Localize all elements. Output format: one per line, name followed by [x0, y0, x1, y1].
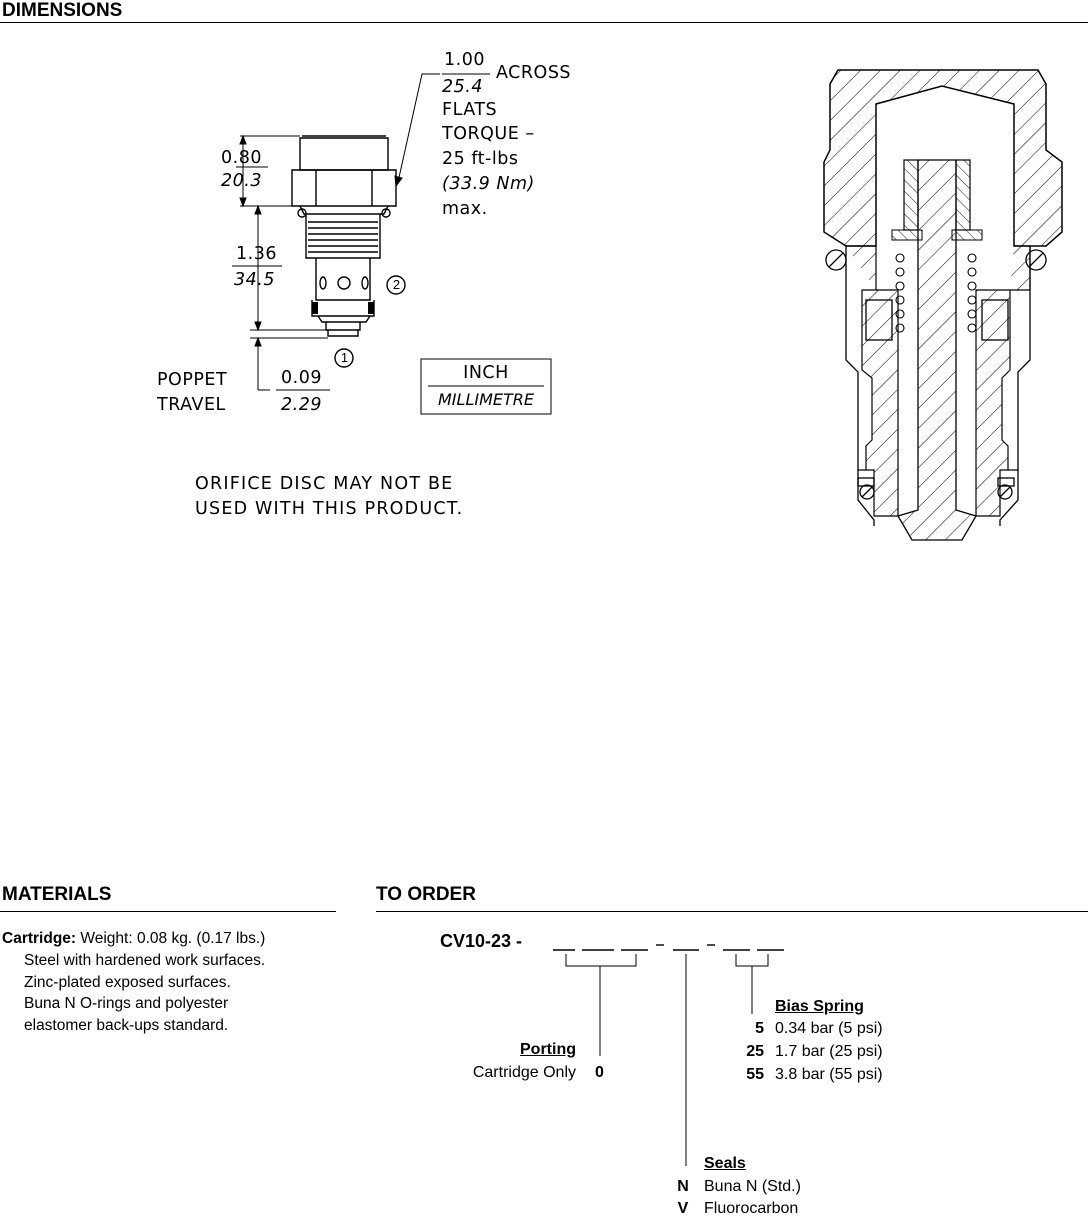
materials-line: Zinc-plated exposed surfaces. [24, 973, 231, 991]
dim-height-mm: 20.3 [221, 171, 262, 191]
poppet-travel-label-2: TRAVEL [157, 395, 226, 415]
seals-heading: Seals [704, 1155, 746, 1172]
bias-spring-code: 55 [746, 1066, 764, 1083]
port-1-label: 1 [340, 350, 349, 365]
materials-line: Buna N O-rings and polyester [24, 995, 229, 1012]
poppet-travel-mm: 2.29 [281, 395, 322, 415]
porting-option-label: Cartridge Only [472, 1064, 576, 1081]
torque-value: 25 ft-lbs [442, 149, 519, 169]
bias-spring-heading: Bias Spring [775, 998, 864, 1015]
to-order-title: TO ORDER [376, 884, 476, 905]
across-flats-inch: 1.00 [444, 50, 485, 70]
cartridge-label: Cartridge: [2, 930, 77, 947]
torque-max: max. [442, 199, 488, 219]
materials-list: Steel with hardened work surfaces. Zinc-… [24, 950, 265, 1036]
dim-length-mm: 34.5 [234, 270, 275, 290]
materials-rule [0, 911, 336, 912]
bias-spring-label: 1.7 bar (25 psi) [775, 1043, 883, 1060]
materials-title: MATERIALS [2, 884, 112, 905]
dim-length-inch: 1.36 [236, 244, 277, 264]
torque-label: TORQUE – [442, 124, 535, 144]
dimensions-title: DIMENSIONS [2, 0, 123, 21]
bias-spring-label: 0.34 bar (5 psi) [775, 1020, 883, 1037]
materials-line: elastomer back-ups standard. [24, 1016, 229, 1034]
seals-label: Buna N (Std.) [704, 1178, 801, 1195]
dim-height-inch: 0.80 [221, 148, 262, 168]
porting-option-code: 0 [595, 1064, 604, 1081]
cartridge-weight: Weight: 0.08 kg. (0.17 lbs.) [80, 930, 266, 947]
across-flats-mm: 25.4 [442, 77, 483, 97]
poppet-travel-inch: 0.09 [281, 368, 322, 388]
seals-code: N [677, 1178, 689, 1195]
poppet-travel-label-1: POPPET [157, 370, 228, 390]
to-order-rule [376, 911, 1088, 912]
seals-label: Fluorocarbon [704, 1200, 799, 1217]
seals-code: V [677, 1200, 689, 1217]
model-code: CV10-23 - [440, 931, 523, 951]
flats-label: FLATS [442, 100, 498, 120]
across-label: ACROSS [496, 63, 572, 83]
bias-spring-label: 3.8 bar (55 psi) [775, 1066, 883, 1083]
materials-line: Steel with hardened work surfaces. [24, 952, 266, 969]
torque-nm: (33.9 Nm) [442, 174, 535, 194]
materials-cartridge-line: Cartridge: Weight: 0.08 kg. (0.17 lbs.) [2, 928, 265, 950]
orifice-note-line-2: USED WITH THIS PRODUCT. [195, 499, 464, 519]
port-2-label: 2 [392, 277, 401, 292]
bias-spring-code: 25 [746, 1043, 764, 1060]
bias-spring-code: 5 [755, 1020, 764, 1037]
orifice-note-line-1: ORIFICE DISC MAY NOT BE [195, 474, 454, 494]
units-inch-label: INCH [463, 363, 509, 383]
porting-heading: Porting [520, 1041, 576, 1058]
dimensions-rule [0, 22, 1088, 23]
units-mm-label: MILLIMETRE [438, 390, 534, 409]
